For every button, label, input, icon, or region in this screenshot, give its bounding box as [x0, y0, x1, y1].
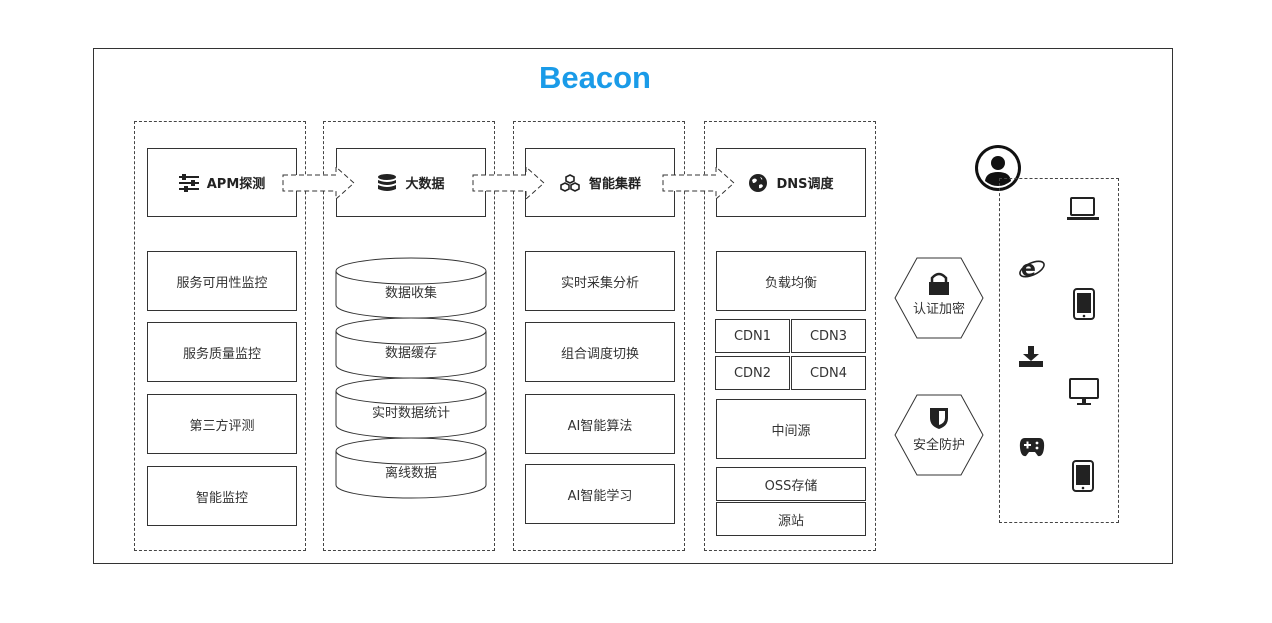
diagram-frame [93, 48, 1173, 564]
dns-item-cdn1: CDN1 [715, 319, 790, 353]
ie-browser-icon: e [1019, 257, 1045, 282]
apm-header: APM探测 [147, 148, 297, 217]
tablet-icon [1073, 288, 1095, 320]
dns-item-cdn3: CDN3 [791, 319, 866, 353]
sliders-icon [178, 173, 199, 192]
lock-icon [929, 272, 949, 295]
cluster-item-2: 组合调度切换 [525, 322, 675, 382]
arrow-cluster-to-dns [662, 165, 735, 201]
cluster-column [513, 121, 685, 551]
security-auth-label: 认证加密 [912, 302, 965, 317]
dns-column [704, 121, 876, 551]
bigdata-item-1: 数据收集 [384, 286, 437, 301]
security-protect-label: 安全防护 [912, 438, 965, 453]
gamepad-icon [1019, 438, 1045, 457]
dns-item-cdn4: CDN4 [791, 356, 866, 390]
download-icon [1019, 346, 1043, 367]
arrow-apm-to-bigdata [282, 165, 355, 201]
apm-item-2: 服务质量监控 [147, 322, 297, 382]
bigdata-header-label: 大数据 [405, 177, 445, 192]
database-icon [378, 173, 397, 191]
bigdata-header: 大数据 [336, 148, 486, 217]
apm-column [134, 121, 306, 551]
bigdata-item-2: 数据缓存 [384, 346, 437, 361]
tablet-icon [1072, 460, 1094, 492]
cluster-item-3: AI智能算法 [525, 394, 675, 454]
security-protect-hexagon [894, 394, 984, 476]
arrow-bigdata-to-cluster [472, 165, 545, 201]
cubes-icon [560, 173, 580, 192]
monitor-icon [1069, 378, 1099, 405]
bigdata-cylinders [335, 257, 487, 499]
devices-panel [999, 178, 1119, 523]
apm-item-3: 第三方评测 [147, 394, 297, 454]
dns-item-origin: 源站 [716, 502, 866, 536]
cluster-item-1: 实时采集分析 [525, 251, 675, 311]
dns-header-label: DNS调度 [776, 177, 834, 192]
security-auth-hexagon [894, 257, 984, 339]
dns-item-middle-source: 中间源 [716, 399, 866, 459]
cluster-header: 智能集群 [525, 148, 675, 217]
apm-item-4: 智能监控 [147, 466, 297, 526]
dns-item-cdn2: CDN2 [715, 356, 790, 390]
cluster-item-4: AI智能学习 [525, 464, 675, 524]
cluster-header-label: 智能集群 [588, 177, 641, 192]
apm-item-1: 服务可用性监控 [147, 251, 297, 311]
bigdata-item-3: 实时数据统计 [371, 406, 450, 421]
bigdata-item-4: 离线数据 [384, 466, 437, 481]
apm-header-label: APM探测 [206, 177, 266, 192]
bigdata-column [323, 121, 495, 551]
laptop-icon [1067, 197, 1099, 220]
dns-header: DNS调度 [716, 148, 866, 217]
globe-icon [749, 173, 768, 192]
dns-item-oss: OSS存储 [716, 467, 866, 501]
svg-text:e: e [1021, 257, 1036, 282]
diagram-title: Beacon [539, 60, 651, 95]
dns-item-load-balance: 负载均衡 [716, 251, 866, 311]
